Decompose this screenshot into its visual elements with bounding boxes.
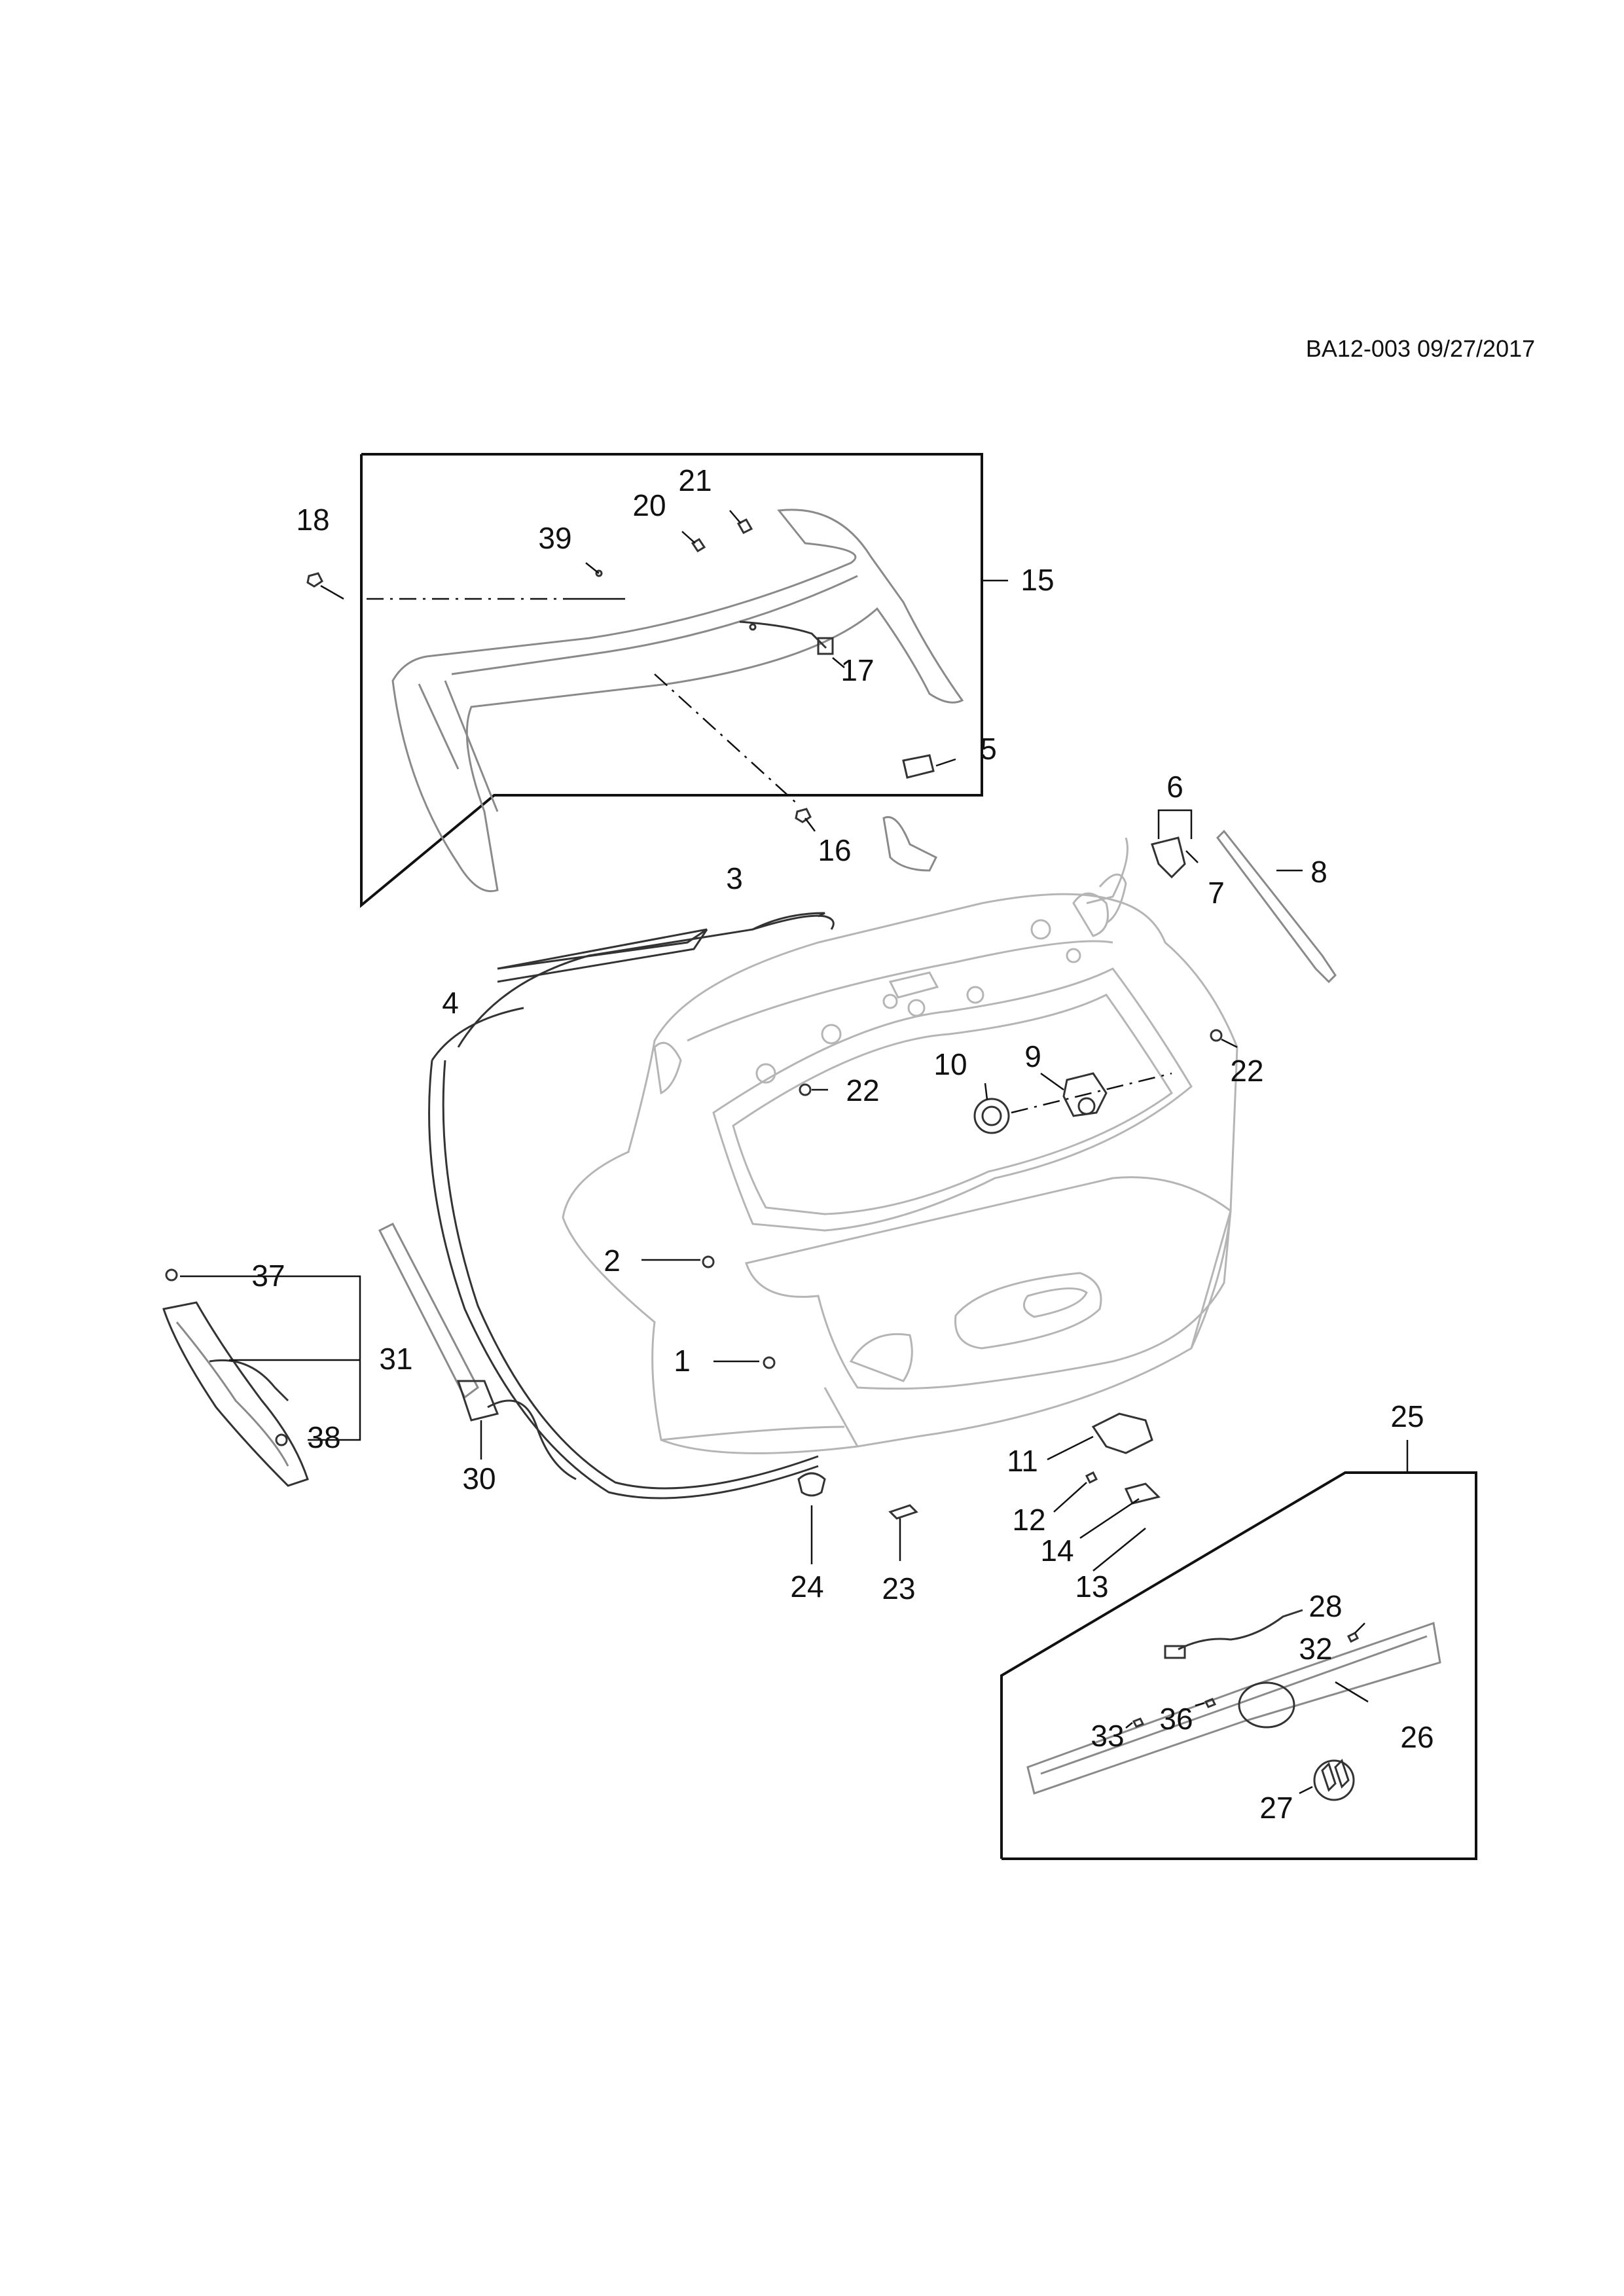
ref-39: 39: [538, 521, 571, 555]
ref-6: 6: [1166, 770, 1183, 804]
plug-1: [713, 1356, 776, 1369]
spoiler-assembly: [306, 509, 964, 893]
trim-callout-frame: [1000, 1440, 1477, 1860]
trim-panel-31: [162, 1268, 361, 1487]
ref-33: 33: [1091, 1719, 1124, 1753]
ref-8: 8: [1310, 855, 1327, 889]
ref-21: 21: [678, 463, 712, 497]
ref-3: 3: [726, 861, 743, 895]
hinge-5: [882, 754, 956, 872]
strut-8: [1151, 809, 1337, 984]
ref-26: 26: [1400, 1720, 1434, 1754]
ref-31: 31: [379, 1342, 412, 1376]
ref-30: 30: [462, 1462, 496, 1496]
ref-24: 24: [790, 1570, 823, 1604]
ref-11: 11: [1007, 1444, 1038, 1478]
weatherstrip: [428, 912, 835, 1499]
ref-38: 38: [307, 1420, 340, 1454]
ref-23: 23: [882, 1571, 915, 1605]
spoiler-leaders: [320, 510, 845, 832]
clip-21: [736, 518, 753, 534]
liftgate-panel: [562, 837, 1238, 1454]
diagram-code: BA12-003 09/27/2017: [1306, 335, 1535, 362]
grommet-18: [306, 572, 323, 588]
clip-20: [691, 537, 706, 553]
camera-9: [1040, 1072, 1108, 1117]
bezel-10: [973, 1072, 1172, 1134]
ref-37: 37: [251, 1259, 285, 1293]
ref-10: 10: [933, 1047, 967, 1081]
ref-16: 16: [818, 833, 851, 867]
reference-numbers: 18 21 20 39 15 17 5 16 6 7 8 3 4 22 9 10…: [251, 463, 1434, 1825]
ref-14: 14: [1040, 1534, 1074, 1568]
plug-2: [641, 1255, 715, 1268]
ref-2: 2: [604, 1244, 621, 1278]
trim-strip-4: [497, 928, 708, 983]
wire-harness-28: [1164, 1609, 1365, 1659]
emblem-27: [1299, 1759, 1355, 1801]
liftgate-applique-26: [1026, 1622, 1441, 1795]
ref-13: 13: [1075, 1570, 1108, 1604]
bumper-22-left: [799, 1083, 828, 1096]
ref-4: 4: [442, 986, 459, 1020]
ref-36: 36: [1159, 1702, 1193, 1736]
bumper-22-right: [1210, 1029, 1238, 1049]
ref-32: 32: [1299, 1632, 1332, 1666]
nut-16: [795, 808, 812, 823]
ref-28: 28: [1308, 1589, 1342, 1623]
bumper-24: [797, 1472, 826, 1564]
power-strut-30: [378, 1222, 577, 1480]
ref-18: 18: [296, 503, 329, 537]
ref-22-left: 22: [846, 1073, 879, 1107]
ref-25: 25: [1390, 1399, 1424, 1433]
ref-17: 17: [840, 653, 874, 687]
ref-22-right: 22: [1230, 1054, 1263, 1088]
clips-33-36: [1125, 1698, 1217, 1729]
ref-27: 27: [1259, 1791, 1293, 1825]
ref-12: 12: [1012, 1503, 1045, 1537]
bracket-23: [888, 1504, 918, 1561]
ref-15: 15: [1020, 563, 1054, 597]
ref-9: 9: [1024, 1039, 1041, 1073]
latch-11: [1047, 1412, 1161, 1571]
ref-5: 5: [980, 732, 997, 766]
ref-20: 20: [632, 488, 666, 522]
ref-1: 1: [674, 1344, 691, 1378]
ref-7: 7: [1208, 876, 1225, 910]
spoiler-callout-frame: [360, 453, 1008, 908]
screw-39: [595, 569, 603, 577]
